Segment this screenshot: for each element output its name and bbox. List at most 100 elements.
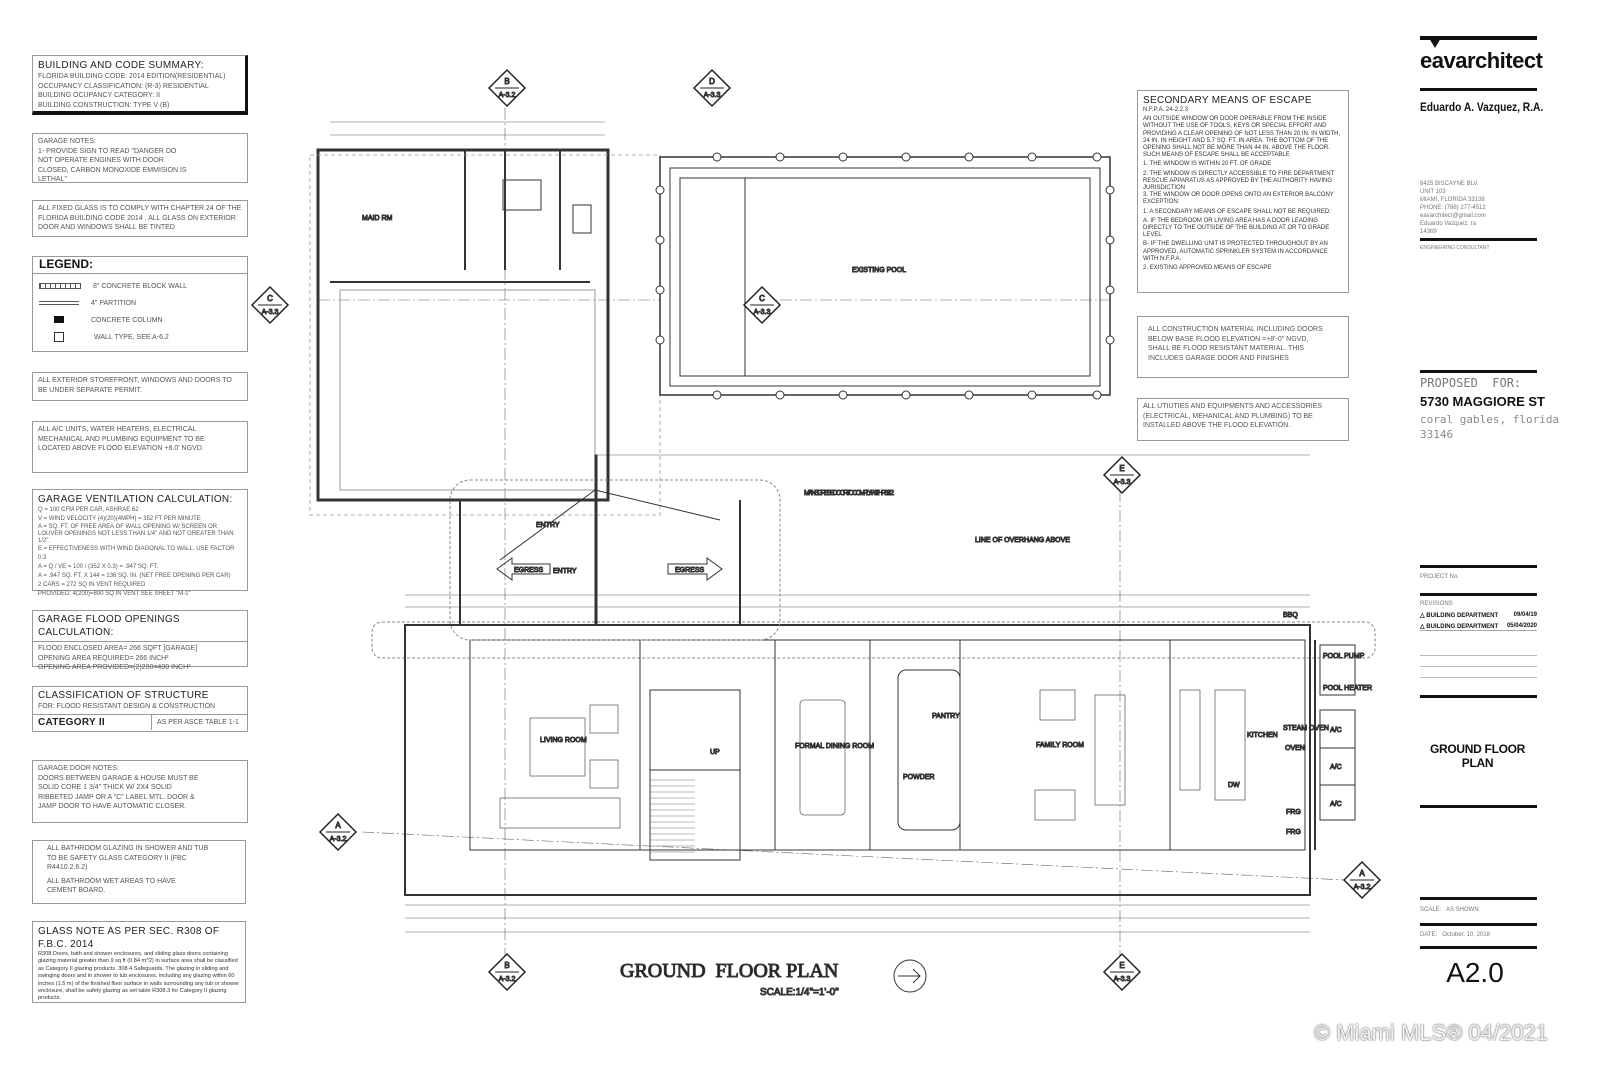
pool-light-dot xyxy=(712,152,722,162)
address-line: 8425 BISCAYNE BLV. xyxy=(1420,181,1479,187)
proposed-for-label: PROPOSED FOR: xyxy=(1420,376,1522,390)
garage-notes-text: 1- PROVIDE SIGN TO READ "DANGER DO NOT O… xyxy=(38,147,187,184)
divider xyxy=(1420,36,1537,40)
pool-light-dot xyxy=(838,152,848,162)
revision-label: BUILDING DEPARTMENT xyxy=(1426,624,1499,630)
flood-line: OPENING AREA REQUIRED= 266 INCH² xyxy=(38,654,169,662)
address-line: PHONE: (786) 277-4512 xyxy=(1420,205,1486,211)
section-letter: E xyxy=(1119,464,1124,473)
pool-light-dot xyxy=(1105,185,1115,195)
wall-type-icon xyxy=(54,331,64,342)
legend-label: 4" PARTITION xyxy=(91,299,137,307)
bathroom-line: ALL BATHROOM WET AREAS TO HAVE CEMENT BO… xyxy=(47,877,176,895)
north-arrow-icon xyxy=(893,959,927,993)
address-line: eavarchitect@gmail.com xyxy=(1420,213,1486,219)
storefront-text: ALL EXTERIOR STOREFRONT, WINDOWS AND DOO… xyxy=(38,377,232,394)
room-label: PANTRY xyxy=(932,713,960,720)
pool-light-dot xyxy=(655,285,665,295)
equipment-label: POOL HEATER xyxy=(1323,685,1372,692)
room-label: FAMILY ROOM xyxy=(1036,742,1084,749)
section-marker[interactable]: BA-3.2 xyxy=(487,952,527,992)
code-summary-title: BUILDING AND CODE SUMMARY: xyxy=(38,60,204,71)
divider xyxy=(1420,695,1537,698)
pool-light-dot xyxy=(655,335,665,345)
equipment-label: A/C xyxy=(1330,801,1342,808)
utilities-text: ALL UTIUTIES AND EQUIPMENTS AND ACCESSOR… xyxy=(1143,403,1323,429)
section-marker[interactable]: EA-3.3 xyxy=(1102,455,1142,495)
legend-item: 8" CONCRETE BLOCK WALL xyxy=(39,278,241,295)
address-line: UNIT 103 xyxy=(1420,189,1446,195)
section-marker[interactable]: AA-3.2 xyxy=(318,812,358,852)
section-sheet: A-3.3 xyxy=(1114,976,1131,983)
pool-light-dot xyxy=(901,390,911,400)
garage-notes-box: GARAGE NOTES: 1- PROVIDE SIGN TO READ "D… xyxy=(32,133,248,183)
section-sheet: A-3.2 xyxy=(330,836,347,843)
ventilation-line: Q = 100 CFM PER CAR, ASHRAE 62 xyxy=(38,507,139,513)
room-label: ENTRY xyxy=(553,568,577,575)
architect-name: Eduardo A. Vazquez, R.A. xyxy=(1420,100,1544,114)
section-letter: A xyxy=(1359,869,1365,878)
garage-door-title: GARAGE DOOR NOTES: xyxy=(38,765,119,772)
ventilation-line: A = .947 SQ. FT. x 144 = 136 SQ. IN. (NE… xyxy=(38,573,231,579)
ventilation-line: 2 CARS = 272 SQ IN VENT REQUIRED xyxy=(38,582,146,588)
ac-units-note: ALL A/C UNITS, WATER HEATERS, ELECTRICAL… xyxy=(32,421,248,473)
legend-item: CONCRETE COLUMN xyxy=(39,312,241,329)
firm-address: 8425 BISCAYNE BLV. UNIT 103 MIAMI, FLORI… xyxy=(1420,180,1537,236)
construction-material-note: ALL CONSTRUCTION MATERIAL INCLUDING DOOR… xyxy=(1137,316,1349,378)
column-icon xyxy=(54,316,64,324)
storefront-note: ALL EXTERIOR STOREFRONT, WINDOWS AND DOO… xyxy=(32,372,248,401)
ventilation-line: V = WIND VELOCITY (4)(20)(4MPH) = 352 FT… xyxy=(38,516,201,522)
ventilation-line: A = Q / VE = 100 / (352 x 0.3) = .947 SQ… xyxy=(38,564,159,570)
room-label: FORMAL DINING ROOM xyxy=(795,743,874,750)
pool-light-dot xyxy=(1027,152,1037,162)
pool-light-dot xyxy=(1092,152,1102,162)
revision-date: 09/04/19 xyxy=(1513,612,1537,618)
section-marker[interactable]: AA-3.2 xyxy=(1342,860,1382,900)
pool-light-dot xyxy=(838,390,848,400)
legend-item: WALL TYPE, SEE A-6.2 xyxy=(39,329,241,346)
equipment-label: POOL PUMP xyxy=(1323,653,1365,660)
entry-area xyxy=(449,454,781,641)
bathroom-line: ALL BATHROOM GLAZING IN SHOWER AND TUB T… xyxy=(47,845,209,871)
escape-code: N.F.P.A. 24-2.2.3 xyxy=(1143,107,1188,113)
room-label: POWDER xyxy=(903,774,935,781)
classification-title: CLASSIFICATION OF STRUCTURE xyxy=(38,690,209,701)
section-marker[interactable]: CA-3.3 xyxy=(250,285,290,325)
pool-light-dot xyxy=(1027,390,1037,400)
furniture xyxy=(499,689,1246,829)
pool-light-dot xyxy=(1105,235,1115,245)
divider xyxy=(1420,897,1537,900)
escape-line: 1. A SECONDARY MEANS OF ESCAPE SHALL NOT… xyxy=(1143,208,1331,215)
existing-pool xyxy=(659,156,1111,396)
code-line: FLORIDA BUILDING CODE: 2014 EDITION(RESI… xyxy=(38,73,226,80)
legend-box: LEGEND: 8" CONCRETE BLOCK WALL 4" PARTIT… xyxy=(32,256,248,352)
overhang-label: LINE OF OVERHANG ABOVE xyxy=(975,537,1070,544)
pool-deck-lights xyxy=(655,152,1115,400)
pool-light-dot xyxy=(655,235,665,245)
room-label: LIVING ROOM xyxy=(540,737,587,744)
room-label: MAID RM xyxy=(362,215,393,222)
section-marker[interactable]: BA-3.2 xyxy=(487,68,527,108)
project-city: coral gables, florida xyxy=(1420,413,1560,426)
pool-light-dot xyxy=(712,390,722,400)
glass-note-text: R308 Doors, bath and shower enclosures, … xyxy=(38,951,240,1002)
escape-line: b- IF THE DWELLING UNIT IS PROTECTED THR… xyxy=(1143,241,1328,262)
section-marker[interactable]: EA-3.3 xyxy=(1102,952,1142,992)
address-line: MIAMI, FLORIDA 33138 xyxy=(1420,197,1485,203)
egress-arrows xyxy=(496,557,723,581)
pool-light-dot xyxy=(1105,285,1115,295)
divider xyxy=(1420,593,1537,596)
flood-openings-title: GARAGE FLOOD OPENINGS CALCULATION: xyxy=(33,611,247,642)
equipment-label: FRG xyxy=(1286,809,1301,816)
code-line: BUILDING OCUPANCY CATEGORY: II xyxy=(38,92,161,99)
egress-label: EGRESS xyxy=(675,567,705,574)
watermark: © Miami MLS® 04/2021 xyxy=(1313,1020,1548,1045)
pool-light-dot xyxy=(964,390,974,400)
revision-date: 05/04/2020 xyxy=(1506,623,1537,629)
escape-title: SECONDARY MEANS OF ESCAPE xyxy=(1143,95,1312,106)
section-marker[interactable]: CA-3.3 xyxy=(742,285,782,325)
section-marker[interactable]: DA-3.3 xyxy=(692,68,732,108)
garage-overhang xyxy=(309,154,661,516)
